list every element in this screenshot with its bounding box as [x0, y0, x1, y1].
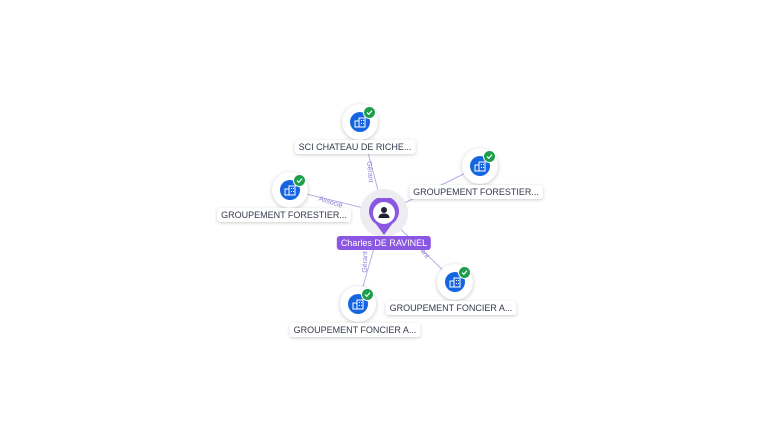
check-icon: [483, 150, 496, 163]
person-icon: [378, 207, 390, 218]
company-name-label[interactable]: SCI CHATEAU DE RICHE...: [294, 140, 416, 154]
check-icon: [363, 106, 376, 119]
company-node[interactable]: [342, 104, 378, 140]
company-node[interactable]: [272, 172, 308, 208]
company-name-label[interactable]: GROUPEMENT FORESTIER...: [409, 185, 543, 199]
check-icon: [361, 288, 374, 301]
check-icon: [458, 266, 471, 279]
person-node[interactable]: [368, 196, 400, 241]
company-node[interactable]: [340, 286, 376, 322]
relation-label: Gérant: [362, 251, 370, 273]
person-name-label[interactable]: Charles DE RAVINEL: [336, 236, 432, 250]
company-node[interactable]: [437, 264, 473, 300]
map-pin-icon: [369, 196, 399, 235]
company-name-label[interactable]: GROUPEMENT FONCIER A...: [289, 323, 421, 337]
company-name-label[interactable]: GROUPEMENT FONCIER A...: [385, 301, 517, 315]
company-node[interactable]: [462, 148, 498, 184]
check-icon: [293, 174, 306, 187]
company-name-label[interactable]: GROUPEMENT FORESTIER...: [217, 208, 351, 222]
relation-label: Gérant: [365, 161, 374, 183]
